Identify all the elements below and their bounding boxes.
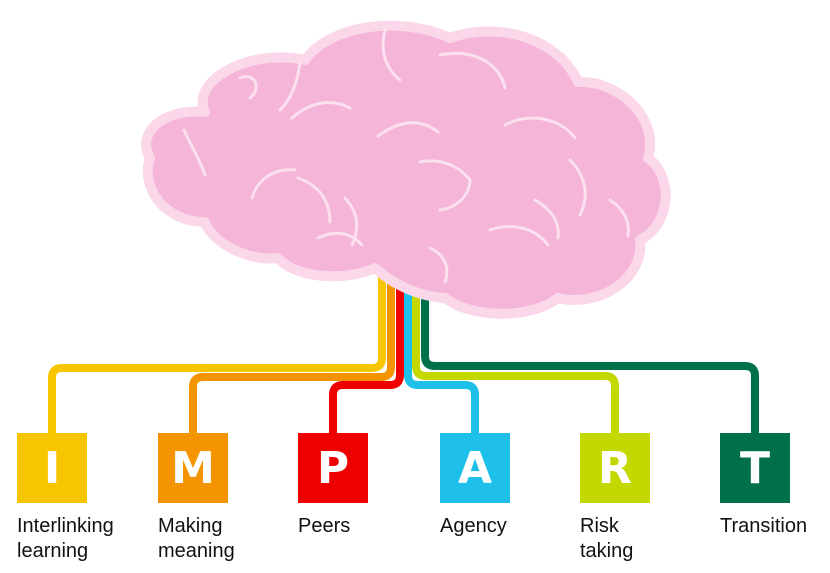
letter-box-i: I <box>17 433 87 503</box>
branch-label-line: Peers <box>298 515 351 537</box>
branch-label-t: Transition <box>720 514 830 539</box>
branch-label-line: Risk <box>580 515 619 537</box>
branch-label-line: learning <box>17 540 89 562</box>
letter-box-m: M <box>158 433 228 503</box>
letter-box-p: P <box>298 433 368 503</box>
brain-icon <box>141 20 671 319</box>
branch-label-p: Peers <box>298 514 418 539</box>
branch-label-i: Interlinking learning <box>17 514 137 564</box>
connector-lines <box>48 262 759 433</box>
connector-line-t <box>421 262 759 433</box>
branch-label-a: Agency <box>440 514 560 539</box>
branch-label-line: Making <box>158 515 223 537</box>
brain-folds <box>182 28 630 284</box>
branch-label-line: Transition <box>720 515 808 537</box>
letter-box-t: T <box>720 433 790 503</box>
branch-label-r: Risk taking <box>580 514 700 564</box>
branch-label-m: Making meaning <box>158 514 278 564</box>
connector-line-a <box>404 262 479 433</box>
branch-label-line: Agency <box>440 515 507 537</box>
branch-label-line: taking <box>580 540 634 562</box>
connector-line-i <box>48 262 386 433</box>
connector-line-r <box>412 262 619 433</box>
branch-label-line: meaning <box>158 540 235 562</box>
brain-outline <box>141 20 671 319</box>
connector-line-p <box>329 262 404 433</box>
connector-line-m <box>189 262 395 433</box>
branch-label-line: Interlinking <box>17 515 114 537</box>
letter-box-r: R <box>580 433 650 503</box>
letter-box-a: A <box>440 433 510 503</box>
